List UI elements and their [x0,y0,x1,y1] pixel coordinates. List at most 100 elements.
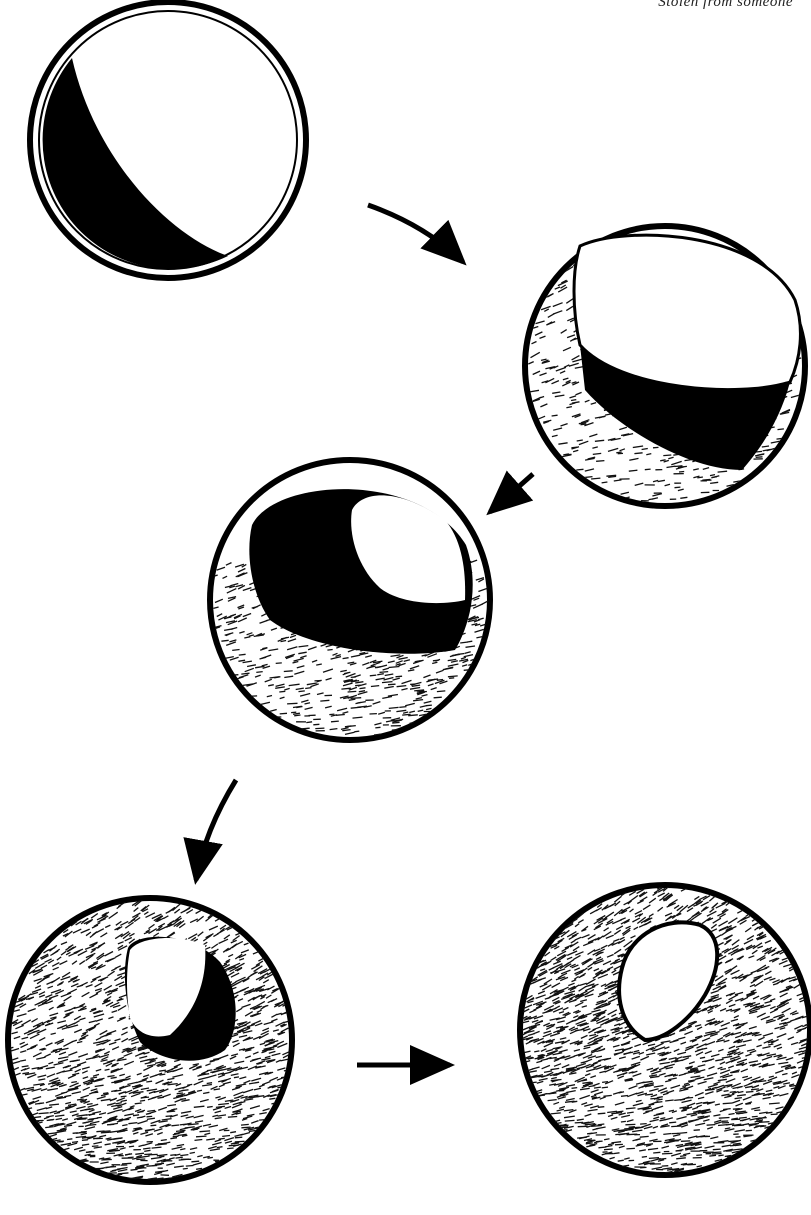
hatch-stroke [645,1094,653,1095]
hatch-stroke [598,1124,605,1125]
hatch-stroke [766,1112,773,1113]
hatch-stroke [207,1070,212,1071]
hatch-stroke [712,1154,722,1155]
hatch-stroke [371,686,379,687]
hatch-stroke [294,715,300,716]
hatch-stroke [241,673,249,674]
hatch-stroke [155,1163,164,1164]
hatch-stroke [82,1140,88,1141]
hatch-stroke [621,1096,628,1097]
hatch-stroke [219,1138,225,1139]
hatch-stroke [649,1158,659,1159]
hatch-stroke [663,1134,671,1135]
sphere-stage-5 [520,885,811,1175]
hatch-stroke [434,697,442,698]
hatch-stroke [196,1136,207,1137]
hatch-stroke [71,1082,77,1083]
sphere-stage-4 [8,898,292,1182]
hatch-stroke [121,1096,127,1097]
hatch-stroke [279,691,285,692]
hatch-stroke [355,685,361,686]
hatch-stroke [107,1124,114,1125]
hatch-stroke [669,1122,676,1123]
hatch-stroke [329,714,334,715]
hatch-stroke [712,1152,721,1153]
hatch-stroke [207,1083,212,1084]
hatch-stroke [724,1091,729,1092]
hatch-stroke [221,640,228,641]
hatch-stroke [656,1099,662,1100]
arrow-3-to-4 [196,780,236,880]
hatch-stroke [752,1116,758,1117]
hatch-stroke [756,457,763,458]
hatch-stroke [778,429,784,430]
hatch-stroke [602,482,608,483]
hatch-stroke [769,1103,780,1104]
hatch-stroke [336,715,345,716]
hatch-stroke [616,452,621,453]
hatch-stroke [129,1146,134,1147]
hatch-stroke [723,1103,733,1104]
hatch-stroke [72,1142,78,1143]
hatch-stroke [675,487,681,488]
hatch-stroke [604,1149,613,1150]
hatch-stroke [572,1088,578,1089]
hatch-stroke [313,724,319,725]
hatch-stroke [87,1104,93,1105]
hatch-stroke [640,1124,647,1125]
hatch-stroke [222,1136,230,1137]
hatch-stroke [200,1131,211,1132]
sphere-stage-3 [210,460,490,740]
hatch-stroke [284,671,293,672]
hatch-stroke [739,1117,747,1118]
hatch-stroke [191,1161,199,1162]
hatch-stroke [141,1097,149,1098]
hatch-stroke [360,688,366,689]
hatch-stroke [606,475,616,476]
sphere-stage-1 [30,2,306,278]
hatch-stroke [235,1137,243,1138]
hatch-stroke [760,1126,766,1127]
hatch-stroke [102,1131,110,1132]
hatch-stroke [287,703,297,704]
hatch-stroke [135,1103,142,1104]
hatch-stroke [105,1167,116,1168]
hatch-stroke [576,469,583,470]
hatch-stroke [306,722,312,723]
hatch-stroke [331,721,339,722]
hatch-stroke [176,1157,183,1158]
hatch-stroke [598,1107,605,1108]
hatch-stroke [448,676,458,677]
hatch-stroke [581,424,587,425]
hatch-stroke [97,1117,102,1118]
hatch-stroke [262,648,267,649]
hatch-stroke [571,400,576,401]
hatch-stroke [653,1152,660,1153]
hatch-stroke [591,478,600,479]
hatch-stroke [426,705,432,706]
hatch-stroke [208,1157,213,1158]
hatch-stroke [596,461,604,462]
hatch-stroke [88,1119,94,1120]
hatch-stroke [182,1090,189,1091]
hatch-stroke [671,1126,681,1127]
hatch-stroke [467,641,472,642]
hatch-stroke [754,1110,760,1111]
hatch-stroke [388,684,396,685]
hatch-stroke [702,1102,708,1103]
hatch-stroke [137,1168,144,1169]
hatch-stroke [136,1159,145,1160]
hatch-stroke [276,663,282,664]
hatch-stroke [613,1153,619,1154]
hatch-stroke [239,654,246,655]
hatch-stroke [195,1140,203,1141]
hatch-stroke [602,1082,608,1083]
hatch-stroke [707,1125,716,1126]
hatch-stroke [402,714,410,715]
hatch-stroke [146,1081,152,1082]
hatch-stroke [305,688,311,689]
hatch-stroke [39,1103,45,1104]
hatch-stroke [235,1141,245,1142]
